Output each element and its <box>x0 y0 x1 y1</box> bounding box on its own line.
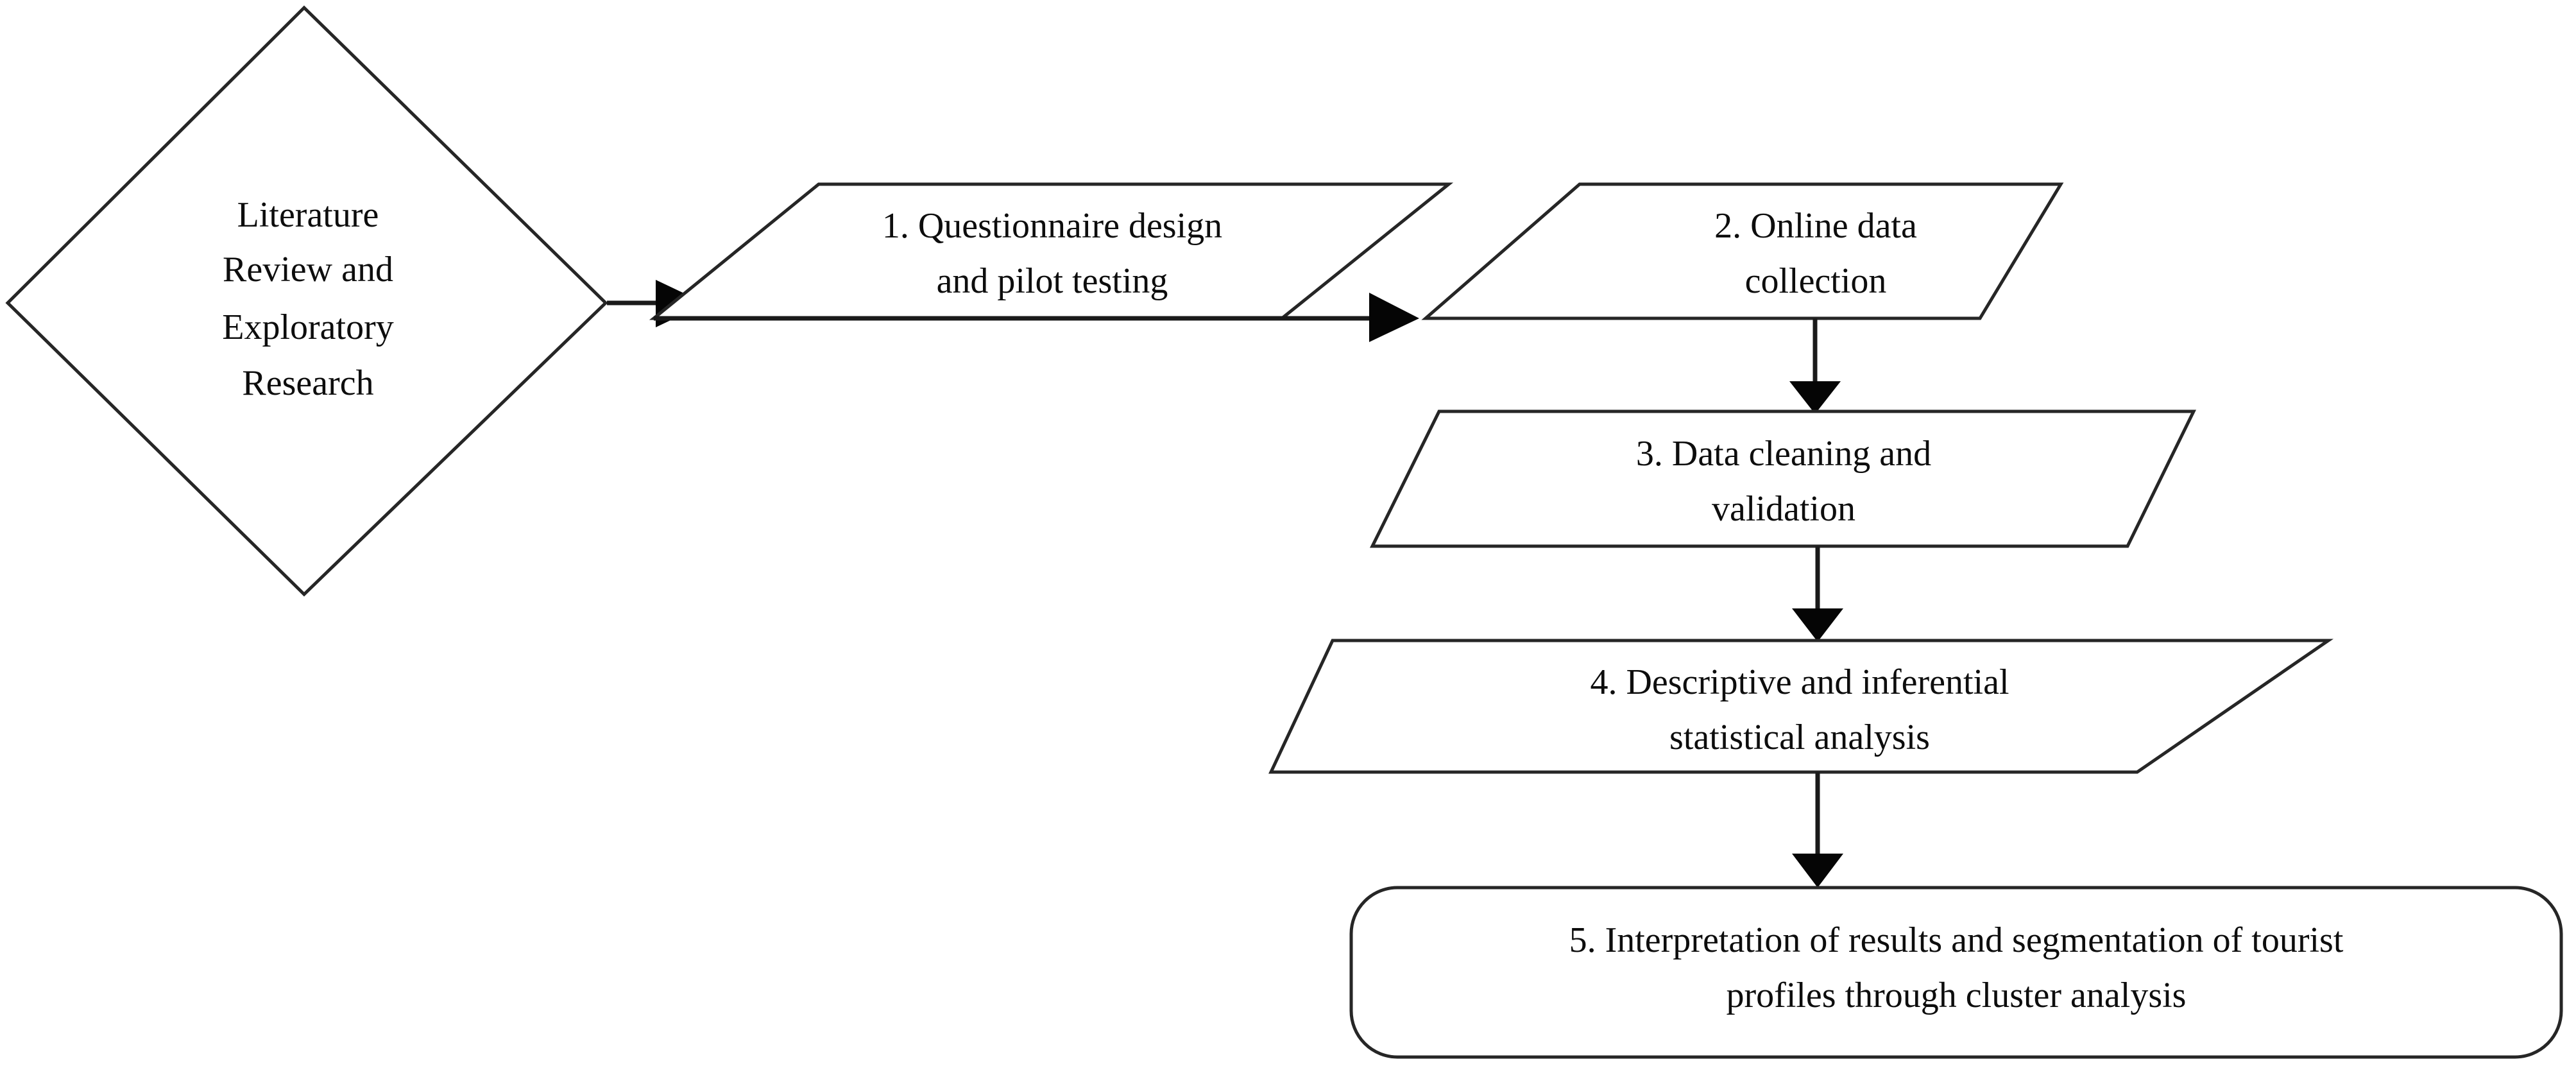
arrow-step1-to-step2-head <box>1369 293 1419 342</box>
data-cleaning-line-2: validation <box>1712 489 1855 529</box>
rounded-rect-shape-5 <box>1349 886 2563 1059</box>
arrow-step2-to-step3 <box>1789 318 1841 414</box>
online-data-collection-line-2: collection <box>1745 261 1887 301</box>
statistical-analysis-node[interactable]: 4. Descriptive and inferential statistic… <box>1268 639 2334 774</box>
data-cleaning-line-1: 3. Data cleaning and <box>1636 434 1931 474</box>
arrow-step4-to-step5-head <box>1792 854 1843 888</box>
questionnaire-design-node[interactable]: 1. Questionnaire design and pilot testin… <box>649 182 1454 320</box>
statistical-analysis-line-1: 4. Descriptive and inferential <box>1590 662 2009 702</box>
arrow-step1-to-step2 <box>654 293 1419 342</box>
interpretation-line-1: 5. Interpretation of results and segment… <box>1569 920 2344 960</box>
online-data-collection-line-1: 2. Online data <box>1714 206 1917 246</box>
literature-review-line-3: Exploratory <box>222 307 393 347</box>
parallelogram-shape-3 <box>1369 409 2197 548</box>
arrow-step3-to-step4-head <box>1792 608 1843 642</box>
statistical-analysis-line-2: statistical analysis <box>1669 718 1930 757</box>
literature-review-line-4: Research <box>242 363 373 403</box>
literature-review-line-1: Literature <box>237 195 379 235</box>
literature-review-node[interactable]: Literature Review and Exploratory Resear… <box>5 5 608 597</box>
online-data-collection-node[interactable]: 2. Online data collection <box>1421 182 2064 320</box>
literature-review-line-2: Review and <box>223 250 393 289</box>
arrow-step3-to-step4 <box>1792 546 1843 642</box>
arrow-step2-to-step3-head <box>1789 381 1841 414</box>
arrow-step4-to-step5 <box>1792 772 1843 888</box>
parallelogram-shape-4 <box>1268 639 2334 774</box>
parallelogram-shape-2 <box>1421 182 2064 320</box>
questionnaire-design-line-1: 1. Questionnaire design <box>882 206 1222 246</box>
questionnaire-design-line-2: and pilot testing <box>937 261 1168 301</box>
interpretation-line-2: profiles through cluster analysis <box>1727 976 2187 1015</box>
interpretation-node[interactable]: 5. Interpretation of results and segment… <box>1349 886 2563 1059</box>
diamond-shape <box>5 5 608 597</box>
data-cleaning-node[interactable]: 3. Data cleaning and validation <box>1369 409 2197 548</box>
